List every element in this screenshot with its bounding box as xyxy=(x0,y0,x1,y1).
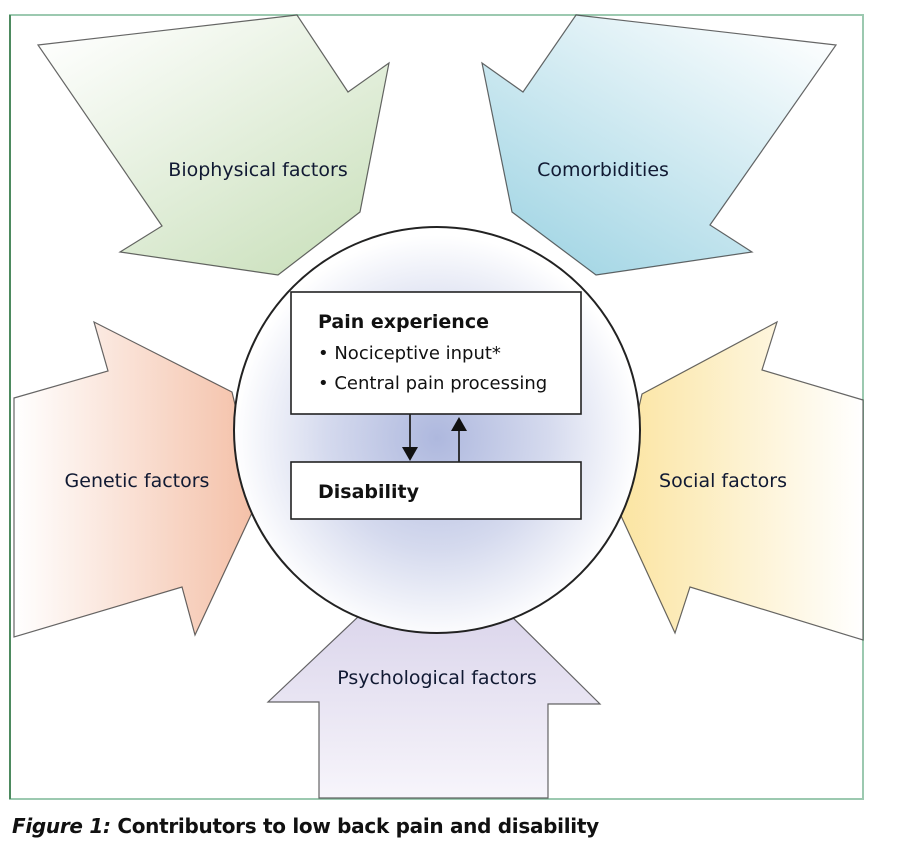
figure-label: Figure 1: xyxy=(12,814,111,838)
factor-label-biophysical: Biophysical factors xyxy=(168,159,347,181)
factor-arrow-genetic: Genetic factors xyxy=(13,320,259,638)
center-circle xyxy=(233,226,641,634)
factor-label-comorbidities: Comorbidities xyxy=(537,159,669,181)
box-frame xyxy=(290,461,582,520)
caption-text: Contributors to low back pain and disabi… xyxy=(110,814,599,838)
factor-label-social: Social factors xyxy=(659,470,787,492)
arrow-pain-to-disability xyxy=(402,414,418,461)
pain-experience-box: Pain experience • Nociceptive input* • C… xyxy=(290,291,582,415)
arrow-up-icon xyxy=(451,417,467,431)
factor-label-psychological: Psychological factors xyxy=(337,667,537,689)
bullet-nociceptive-input: • Nociceptive input* xyxy=(318,343,501,364)
factor-arrow-social: Social factors xyxy=(615,320,864,641)
factor-arrow-psychological: Psychological factors xyxy=(266,597,602,799)
figure-caption: Figure 1: Contributors to low back pain … xyxy=(12,814,599,838)
disability-box: Disability xyxy=(290,461,582,520)
arrow-down-icon xyxy=(402,447,418,461)
arrow-shape xyxy=(36,14,390,276)
arrow-disability-to-pain xyxy=(451,417,467,462)
factor-arrow-comorbidities: Comorbidities xyxy=(481,14,838,276)
pain-experience-title: Pain experience xyxy=(318,311,489,333)
bullet-central-pain-processing: • Central pain processing xyxy=(318,373,547,394)
factor-arrow-biophysical: Biophysical factors xyxy=(36,14,390,276)
box-frame xyxy=(290,291,582,415)
disability-title: Disability xyxy=(318,481,420,503)
arrow-shape xyxy=(481,14,838,276)
factor-label-genetic: Genetic factors xyxy=(65,470,210,492)
